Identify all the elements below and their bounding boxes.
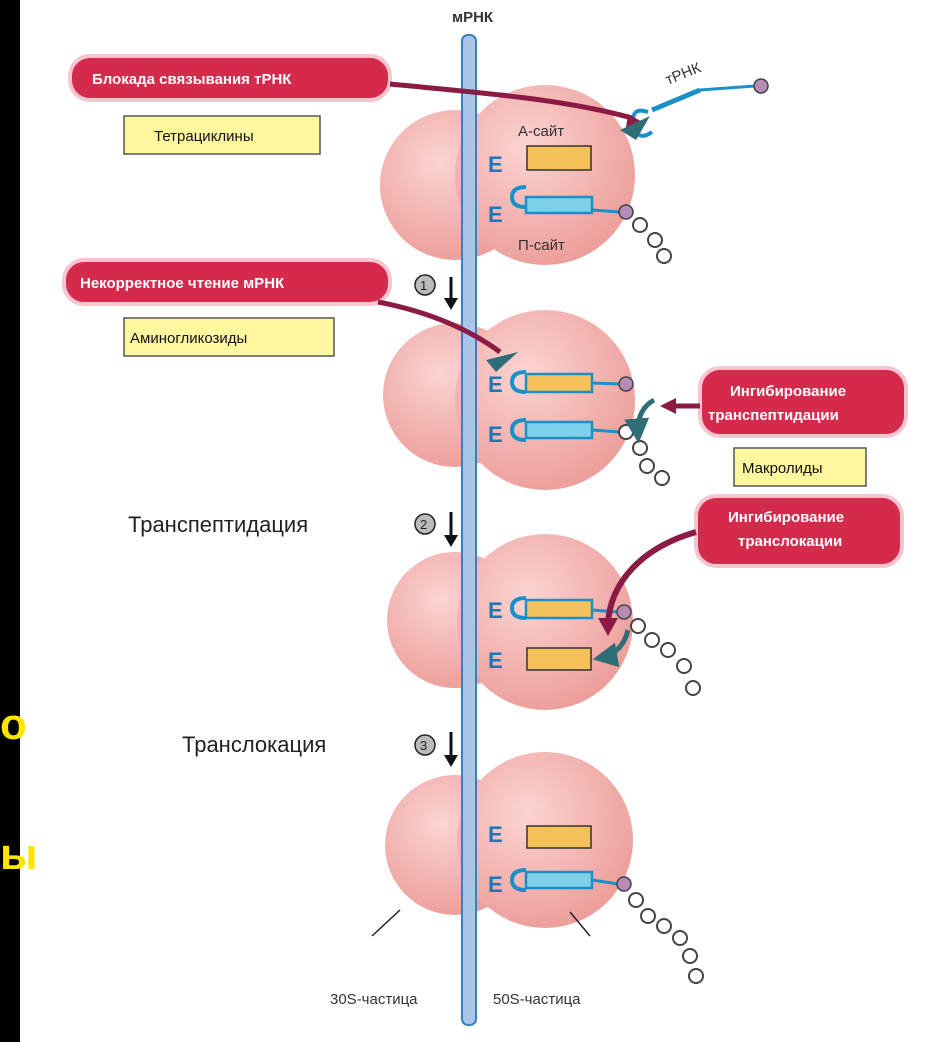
e-site-label: E xyxy=(488,648,503,673)
svg-text:Ингибирование: Ингибирование xyxy=(730,383,846,400)
ribosome-3 xyxy=(387,534,633,710)
step-2-label: Транспептидация xyxy=(128,512,308,537)
a-site-box xyxy=(527,826,591,848)
a-site-box xyxy=(527,146,591,170)
mechanism-label-3: Ингибирование транспептидации xyxy=(700,368,906,436)
svg-text:Макролиды: Макролиды xyxy=(742,460,823,477)
svg-text:Некорректное чтение мРНК: Некорректное чтение мРНК xyxy=(80,275,285,292)
mrna-label: мРНК xyxy=(452,9,494,26)
drug-label-aminoglycosides: Аминогликозиды xyxy=(124,318,334,356)
drug-label-tetracyclines: Тетрациклины xyxy=(124,116,320,154)
svg-text:транспептидации: транспептидации xyxy=(708,407,839,424)
e-site-label: E xyxy=(488,822,503,847)
a-site-box xyxy=(527,648,591,670)
p-site-label: П-сайт xyxy=(518,237,565,254)
incoming-trna xyxy=(633,79,768,136)
svg-text:Тетрациклины: Тетрациклины xyxy=(154,128,254,145)
svg-text:3: 3 xyxy=(420,738,427,753)
e-site-label: E xyxy=(488,202,503,227)
mrna-strand xyxy=(462,35,476,1025)
label-30s: 30S-частица xyxy=(330,991,418,1008)
step-3-marker: Транслокация 3 xyxy=(182,732,458,767)
step-2-marker: Транспептидация 2 xyxy=(128,512,458,547)
a-site-label: А-сайт xyxy=(518,123,564,140)
step-1-marker: 1 xyxy=(415,275,458,310)
label-50s: 50S-частица xyxy=(493,991,581,1008)
svg-text:2: 2 xyxy=(420,517,427,532)
drug-label-macrolides: Макролиды xyxy=(734,448,866,486)
e-site-label: E xyxy=(488,872,503,897)
svg-text:Ингибирование: Ингибирование xyxy=(728,509,844,526)
svg-text:транслокации: транслокации xyxy=(738,533,842,550)
svg-text:Блокада связывания тРНК: Блокада связывания тРНК xyxy=(92,71,292,88)
e-site-label: E xyxy=(488,372,503,397)
e-site-label: E xyxy=(488,598,503,623)
e-site-label: E xyxy=(488,152,503,177)
leader-30s xyxy=(372,910,400,936)
ribosome-4 xyxy=(385,752,633,928)
trna-label: тРНК xyxy=(663,59,703,89)
step-3-label: Транслокация xyxy=(182,732,326,757)
mechanism-label-2: Некорректное чтение мРНК xyxy=(64,260,390,304)
svg-text:Аминогликозиды: Аминогликозиды xyxy=(130,330,247,347)
mechanism-label-4: Ингибирование транслокации xyxy=(696,496,902,566)
e-site-label: E xyxy=(488,422,503,447)
mechanism-label-1: Блокада связывания тРНК xyxy=(70,56,390,100)
svg-text:1: 1 xyxy=(420,278,427,293)
ribosome-2 xyxy=(383,310,635,490)
